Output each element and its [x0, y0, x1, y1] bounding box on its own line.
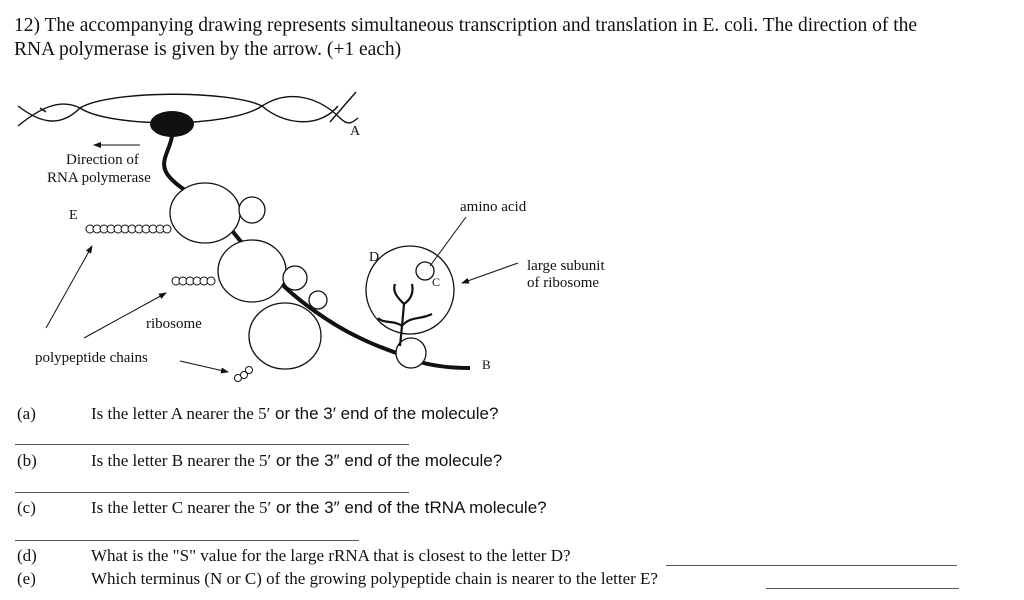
subquestion-label: (e) — [17, 569, 36, 588]
subquestion-text: Is the letter A nearer the 5′ — [91, 404, 271, 423]
subquestion-text: Is the letter B nearer the 5′ — [91, 451, 272, 470]
subquestion-label: (a) — [17, 404, 36, 423]
ribosome-2-small — [282, 265, 308, 291]
rna-polymerase — [150, 111, 194, 137]
question-line-2: RNA polymerase is given by the arrow. (+… — [14, 39, 402, 60]
trna-molecule — [377, 283, 433, 347]
question-heading: 12) The accompanying drawing represents … — [14, 14, 1004, 62]
small-subunit-bottom — [395, 337, 427, 369]
answer-line-b[interactable] — [15, 492, 409, 493]
subquestion-label: (d) — [17, 546, 37, 565]
large-subunit-label-2: of ribosome — [527, 275, 599, 291]
subquestion-label: (b) — [17, 451, 37, 470]
subquestion-text-end: or the 3′ end of the molecule? — [270, 404, 499, 423]
ribosome-3 — [248, 302, 322, 370]
letter-d: D — [369, 250, 379, 265]
answer-line-c[interactable] — [15, 540, 359, 541]
direction-label-2: RNA polymerase — [47, 170, 151, 186]
letter-c: C — [432, 275, 440, 289]
large-subunit-label-1: large subunit — [527, 258, 605, 274]
transcription-translation-diagram: A Direction of RNA polymerase E amino ac… — [17, 91, 605, 382]
subquestion-text-end: or the 3″ end of the tRNA molecule? — [271, 498, 547, 517]
subquestion-text: Is the letter C nearer the 5′ — [91, 498, 272, 517]
annotation-arrows — [45, 142, 519, 374]
trna-amino-acid — [415, 261, 435, 281]
direction-label-1: Direction of — [66, 152, 139, 168]
ribosome-2 — [217, 239, 287, 303]
subquestion-text-end: or the 3″ end of the molecule? — [271, 451, 503, 470]
answer-line-a[interactable] — [15, 444, 409, 445]
answer-line-d[interactable] — [666, 565, 957, 566]
ribosome-label: ribosome — [146, 316, 202, 332]
polypeptide-chains-label: polypeptide chains — [35, 350, 148, 366]
polypeptide-chain-3 — [234, 366, 253, 382]
letter-a: A — [350, 124, 361, 139]
ribosome-3-small — [308, 290, 328, 310]
answer-line-e[interactable] — [766, 588, 959, 589]
letter-b: B — [482, 357, 491, 372]
polypeptide-chain-1 — [85, 224, 172, 234]
ribosome-1 — [169, 182, 241, 244]
ribosome-1-small — [238, 196, 266, 224]
subquestion-text: Which terminus (N or C) of the growing p… — [91, 569, 658, 588]
letter-e: E — [69, 208, 78, 223]
subquestion-label: (c) — [17, 498, 36, 517]
question-line-1: 12) The accompanying drawing represents … — [14, 15, 918, 36]
subquestion-text: What is the "S" value for the large rRNA… — [91, 546, 571, 565]
polypeptide-chain-2 — [171, 276, 216, 286]
amino-acid-label: amino acid — [460, 199, 527, 215]
